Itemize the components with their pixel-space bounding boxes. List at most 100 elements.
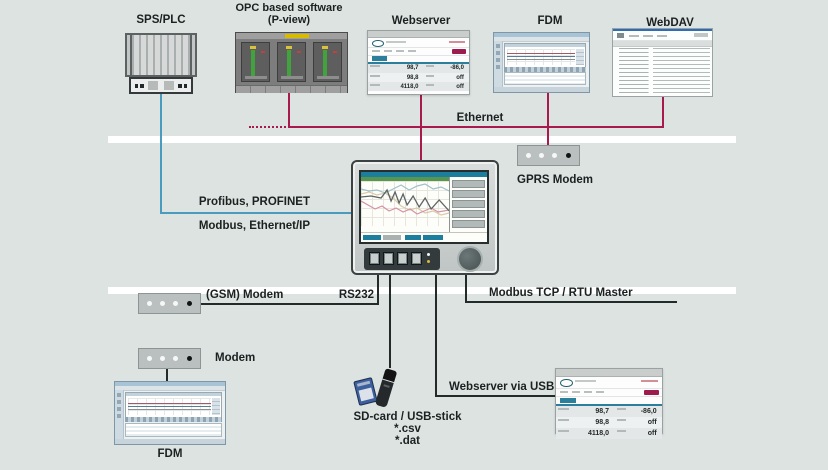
gsm-modem-icon (138, 293, 201, 314)
channel-value: -86,0 (450, 65, 464, 72)
browser-titlebar (556, 369, 662, 377)
usb-stick-icon (374, 368, 398, 408)
channel-value: off (647, 429, 657, 437)
brand-logo-icon (560, 379, 573, 388)
bargraph-gauge (241, 42, 270, 82)
screen-trend-chart (360, 181, 450, 226)
label-csv: *.csv (394, 423, 421, 435)
channel-value: off (647, 418, 657, 426)
channel-cell: 98,8 (368, 73, 425, 82)
plc-left-bracket (125, 33, 132, 77)
modem-led (539, 153, 544, 158)
table-row: 98,7 -86,0 (368, 63, 469, 73)
opc-title-highlight (284, 34, 309, 38)
ethernet-drop-webdav (662, 97, 664, 128)
label-gprs-modem: GPRS Modem (517, 174, 594, 186)
sd-card-icon (353, 377, 378, 406)
file-list (652, 48, 710, 94)
webpage-header (556, 377, 662, 389)
ethernet-drop-opc (288, 93, 290, 128)
webdav-toolbar (613, 31, 712, 41)
remote-modem-icon (138, 348, 201, 369)
ethernet-drop-webserver (420, 95, 422, 128)
fdm-chart-buttons (212, 398, 220, 416)
plc-right-bracket (190, 33, 197, 77)
modem-port (187, 356, 192, 361)
opc-titlebar (236, 33, 347, 39)
plc-port (183, 83, 188, 88)
webdav-column-header (613, 41, 712, 47)
modem-port (566, 153, 571, 158)
table-row: 98,8 off (556, 417, 662, 428)
status-led (427, 253, 430, 256)
channel-cell: -86,0 (615, 406, 662, 417)
panel-button (452, 210, 485, 218)
table-row: 98,8 off (368, 72, 469, 83)
device-key (383, 252, 394, 265)
channel-cell: 98,7 (556, 406, 615, 417)
webpage-nav (556, 389, 662, 398)
webserver-usb-thumbnail: 98,7 -86,0 98,8 off 4118,0 off (555, 368, 663, 439)
label-modbus-tcp: Modbus TCP / RTU Master (489, 287, 633, 299)
rotary-knob-icon (457, 246, 483, 272)
tab-bar (556, 397, 662, 407)
modem-led (173, 301, 178, 306)
nav-links-decor (372, 50, 418, 53)
header-text-decor (575, 380, 597, 383)
plc-port (178, 83, 182, 88)
label-modbus-ethernet-ip: Modbus, Ethernet/IP (198, 220, 310, 232)
channel-cell: off (425, 82, 469, 91)
plc-module (164, 81, 175, 90)
channel-value: 98,7 (595, 408, 609, 416)
modem-led (147, 356, 152, 361)
webdav-thumbnail (612, 28, 713, 97)
fdm-chart-header (505, 44, 585, 47)
usb-webserver-line-horizontal (435, 395, 555, 397)
logo-decor (694, 33, 708, 37)
label-profibus: Profibus, PROFINET (198, 196, 310, 208)
label-gsm-modem: (GSM) Modem (206, 289, 284, 301)
device-key (369, 252, 380, 265)
modem-led (160, 301, 165, 306)
channel-cell: -86,0 (425, 64, 469, 73)
header-text-decor (640, 380, 658, 383)
screen-status-bar (361, 177, 450, 181)
opc-statusbar (236, 85, 347, 93)
trend-trace (128, 406, 211, 408)
opc-pview-thumbnail (235, 32, 348, 93)
channel-cell: off (425, 73, 469, 82)
plc-port (140, 83, 144, 88)
channel-value: off (456, 74, 464, 81)
usb-webserver-line-vertical (435, 273, 437, 397)
modem-led (160, 356, 165, 361)
ethernet-drop-device (420, 126, 422, 162)
rs232-line-vertical (377, 273, 379, 305)
softkey (383, 235, 401, 240)
device-screen (359, 170, 489, 244)
opc-gauges (236, 39, 347, 85)
nav-links-decor (560, 391, 608, 394)
fdm-chart-header (126, 393, 221, 396)
fdm-chart-grid (128, 398, 211, 416)
softkey (405, 235, 421, 240)
device-keypad (364, 248, 440, 270)
label-sd-usb: SD-card / USB-stick (353, 411, 462, 423)
separator-band-bottom (108, 287, 736, 294)
channel-cell: 4118,0 (556, 428, 615, 439)
channel-cell: off (615, 417, 662, 428)
channel-value-table: 98,7 -86,0 98,8 off 4118,0 off (556, 406, 662, 439)
fdm-toolbar (115, 390, 124, 444)
fdm-value-table (504, 71, 586, 85)
fdm-titlebar (115, 382, 225, 386)
folder-icon (617, 33, 624, 38)
trend-trace (507, 56, 575, 58)
webdav-accent-line (613, 29, 712, 31)
plc-rack-icon (125, 33, 197, 77)
channel-value: off (456, 83, 464, 90)
modem-port (187, 301, 192, 306)
action-button (644, 389, 659, 396)
browser-titlebar (368, 31, 469, 38)
webpage-nav (368, 48, 469, 56)
panel-button (452, 190, 485, 198)
label-webserver: Webserver (391, 15, 451, 27)
